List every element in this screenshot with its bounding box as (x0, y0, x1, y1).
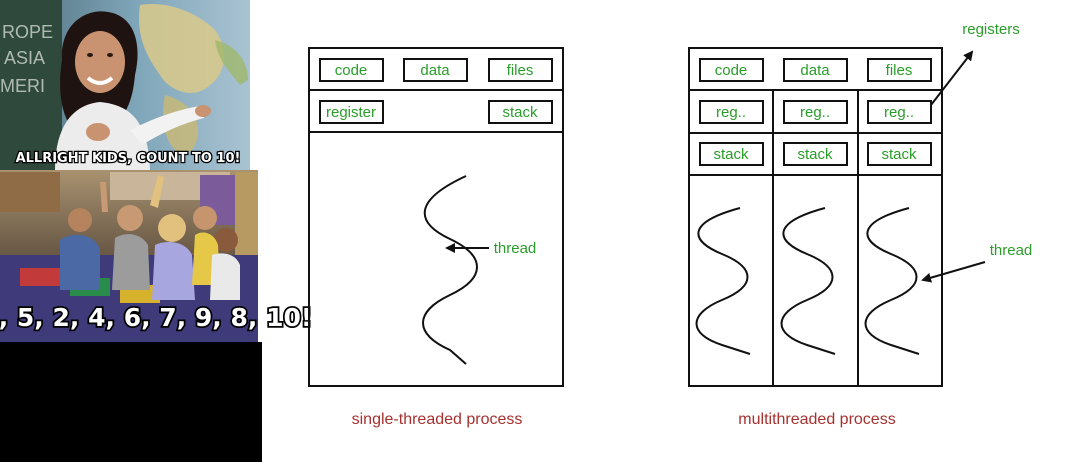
multi-label-code: code (715, 62, 748, 79)
single-label-code: code (335, 62, 368, 79)
single-thread-squiggle (422, 175, 478, 365)
single-stack-box (488, 100, 553, 124)
multi-stack-box-2 (783, 142, 848, 166)
black-filler (0, 342, 262, 462)
multi-label-reg-3: reg.. (884, 104, 914, 121)
single-files-box (488, 58, 553, 82)
multi-reg-box-1 (699, 100, 764, 124)
multi-data-box (783, 58, 848, 82)
single-labels: code data files register stack thread (326, 62, 538, 257)
single-label-stack: stack (502, 104, 538, 121)
single-register-box (319, 100, 384, 124)
meme-top-caption: ALLRIGHT KIDS, COUNT TO 10! (16, 151, 241, 166)
multi-files-box (867, 58, 932, 82)
multi-reg-box-3 (867, 100, 932, 124)
board-text-3: MERI (0, 76, 45, 96)
single-code-box (319, 58, 384, 82)
multi-thread-label: thread (990, 242, 1033, 259)
single-data-box (403, 58, 468, 82)
board-text-1: ROPE (2, 22, 53, 42)
meme: ROPE ASIA MERI ALLRIGHT KIDS, COUNT TO 1… (0, 0, 314, 462)
multi-caption: multithreaded process (738, 411, 895, 428)
multi-thread-squiggle-3 (864, 207, 920, 355)
single-label-data: data (420, 62, 450, 79)
multi-label-reg-1: reg.. (716, 104, 746, 121)
classroom-photo: 1, 3, 5, 2, 4, 6, 7, 9, 8, 10! (0, 170, 314, 342)
multi-process-box (688, 47, 943, 387)
multi-registers-label: registers (962, 21, 1020, 38)
multi-label-data: data (800, 62, 830, 79)
teacher-photo: ROPE ASIA MERI ALLRIGHT KIDS, COUNT TO 1… (0, 0, 250, 170)
multithreaded-diagram (688, 47, 986, 387)
single-label-files: files (507, 62, 534, 79)
multi-thread-arrow (921, 261, 986, 283)
single-threaded-diagram (308, 47, 564, 387)
single-process-box (308, 47, 564, 387)
multi-label-stack-3: stack (881, 146, 917, 163)
multi-stack-box-1 (699, 142, 764, 166)
multi-label-reg-2: reg.. (800, 104, 830, 121)
multi-registers-arrow (930, 50, 974, 106)
multi-labels: code data files reg.. reg.. reg.. stack … (713, 21, 1032, 259)
multi-label-stack-2: stack (797, 146, 833, 163)
multi-label-stack-1: stack (713, 146, 749, 163)
single-caption: single-threaded process (352, 411, 523, 428)
multi-stack-box-3 (867, 142, 932, 166)
multi-reg-box-2 (783, 100, 848, 124)
multi-thread-squiggle-1 (695, 207, 751, 355)
multi-label-files: files (886, 62, 913, 79)
single-label-register: register (326, 104, 376, 121)
meme-bottom-caption: 1, 3, 5, 2, 4, 6, 7, 9, 8, 10! (0, 303, 312, 332)
multi-code-box (699, 58, 764, 82)
multi-thread-squiggle-2 (780, 207, 836, 355)
board-text-2: ASIA (4, 48, 45, 68)
single-thread-label: thread (494, 240, 537, 257)
